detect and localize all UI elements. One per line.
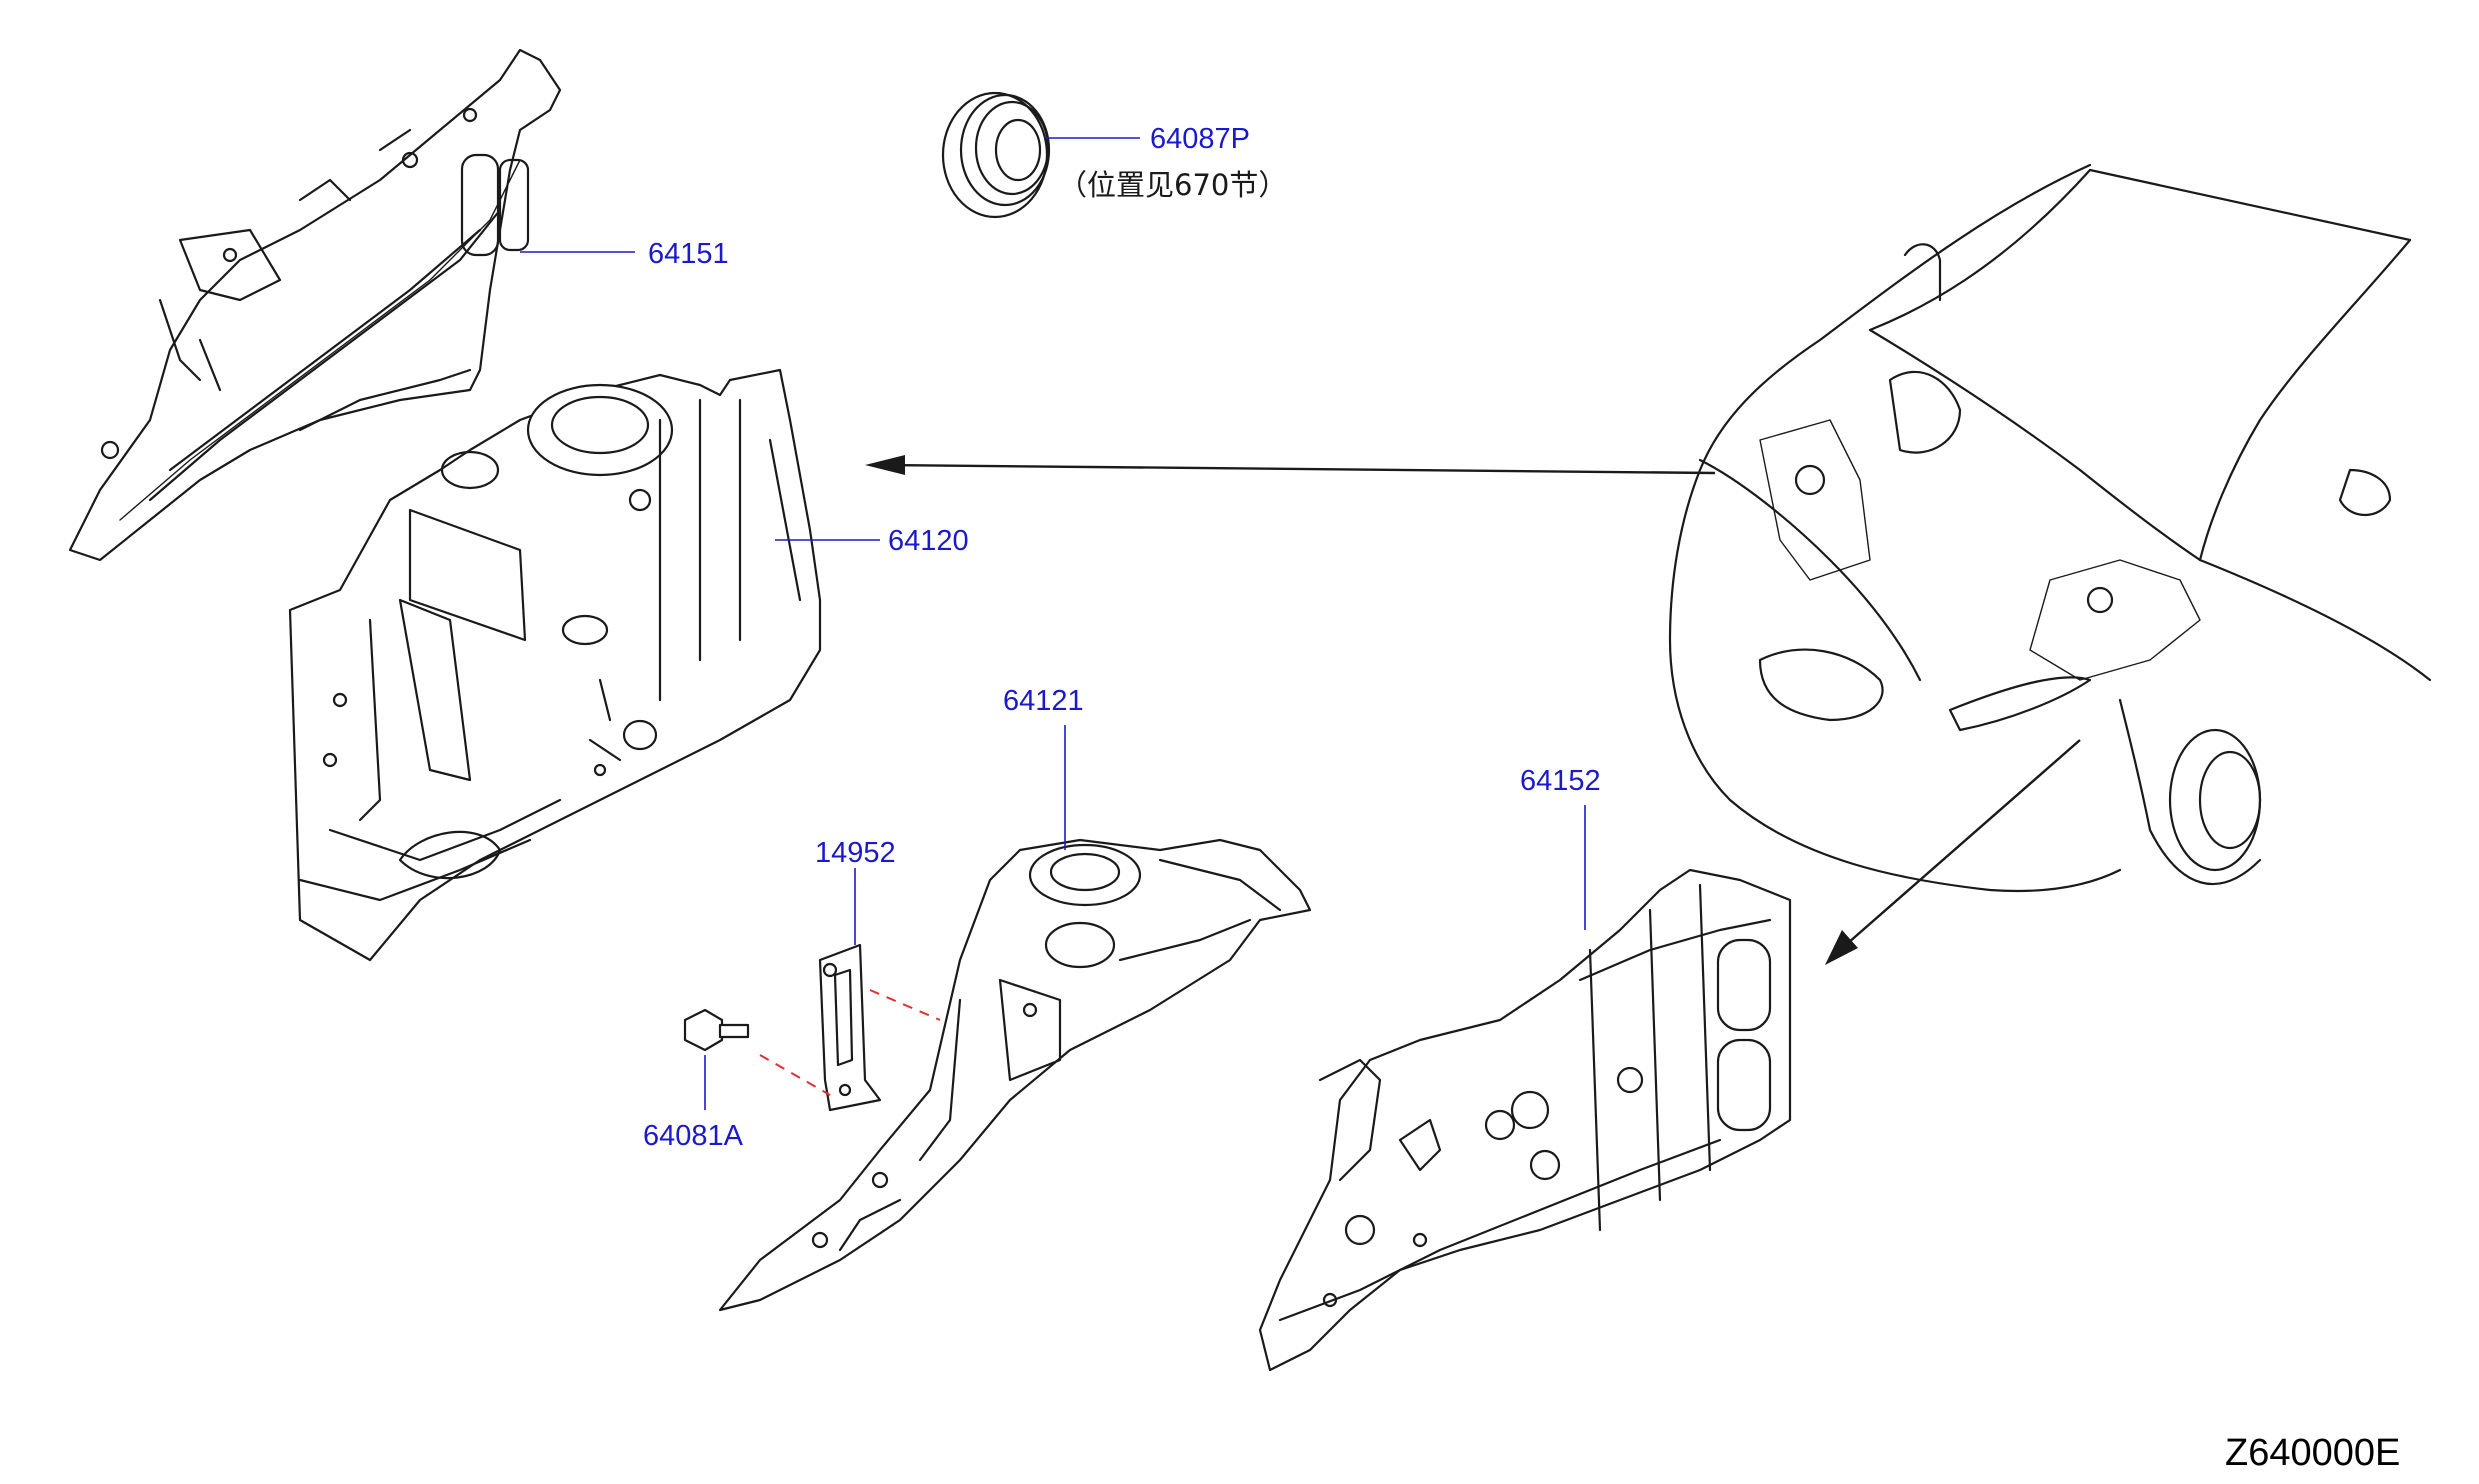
label-64081a: 64081A [643,1120,744,1152]
label-64087p-note: （位置见670节） [1058,168,1287,202]
alignment-line-lower [759,1054,831,1096]
label-64120: 64120 [888,525,969,557]
location-arrow-upper [865,455,1716,475]
grommet-64087p [941,91,1051,219]
part-14952-drawing [818,943,882,1112]
label-64151: 64151 [648,238,729,270]
alignment-line-upper [869,989,941,1021]
diagram-code: Z640000E [2225,1432,2400,1474]
location-arrow-lower [1825,739,2081,965]
part-64120-drawing [288,368,822,962]
label-64087p: 64087P [1150,123,1250,155]
label-64152: 64152 [1520,765,1601,797]
vehicle-location-drawing [1668,163,2432,893]
part-64121-drawing [718,838,1312,1312]
part-64151-drawing [68,48,562,562]
label-64121: 64121 [1003,685,1084,717]
part-64081a-drawing [683,1008,750,1052]
label-14952: 14952 [815,837,896,869]
part-64152-drawing [1258,868,1792,1372]
